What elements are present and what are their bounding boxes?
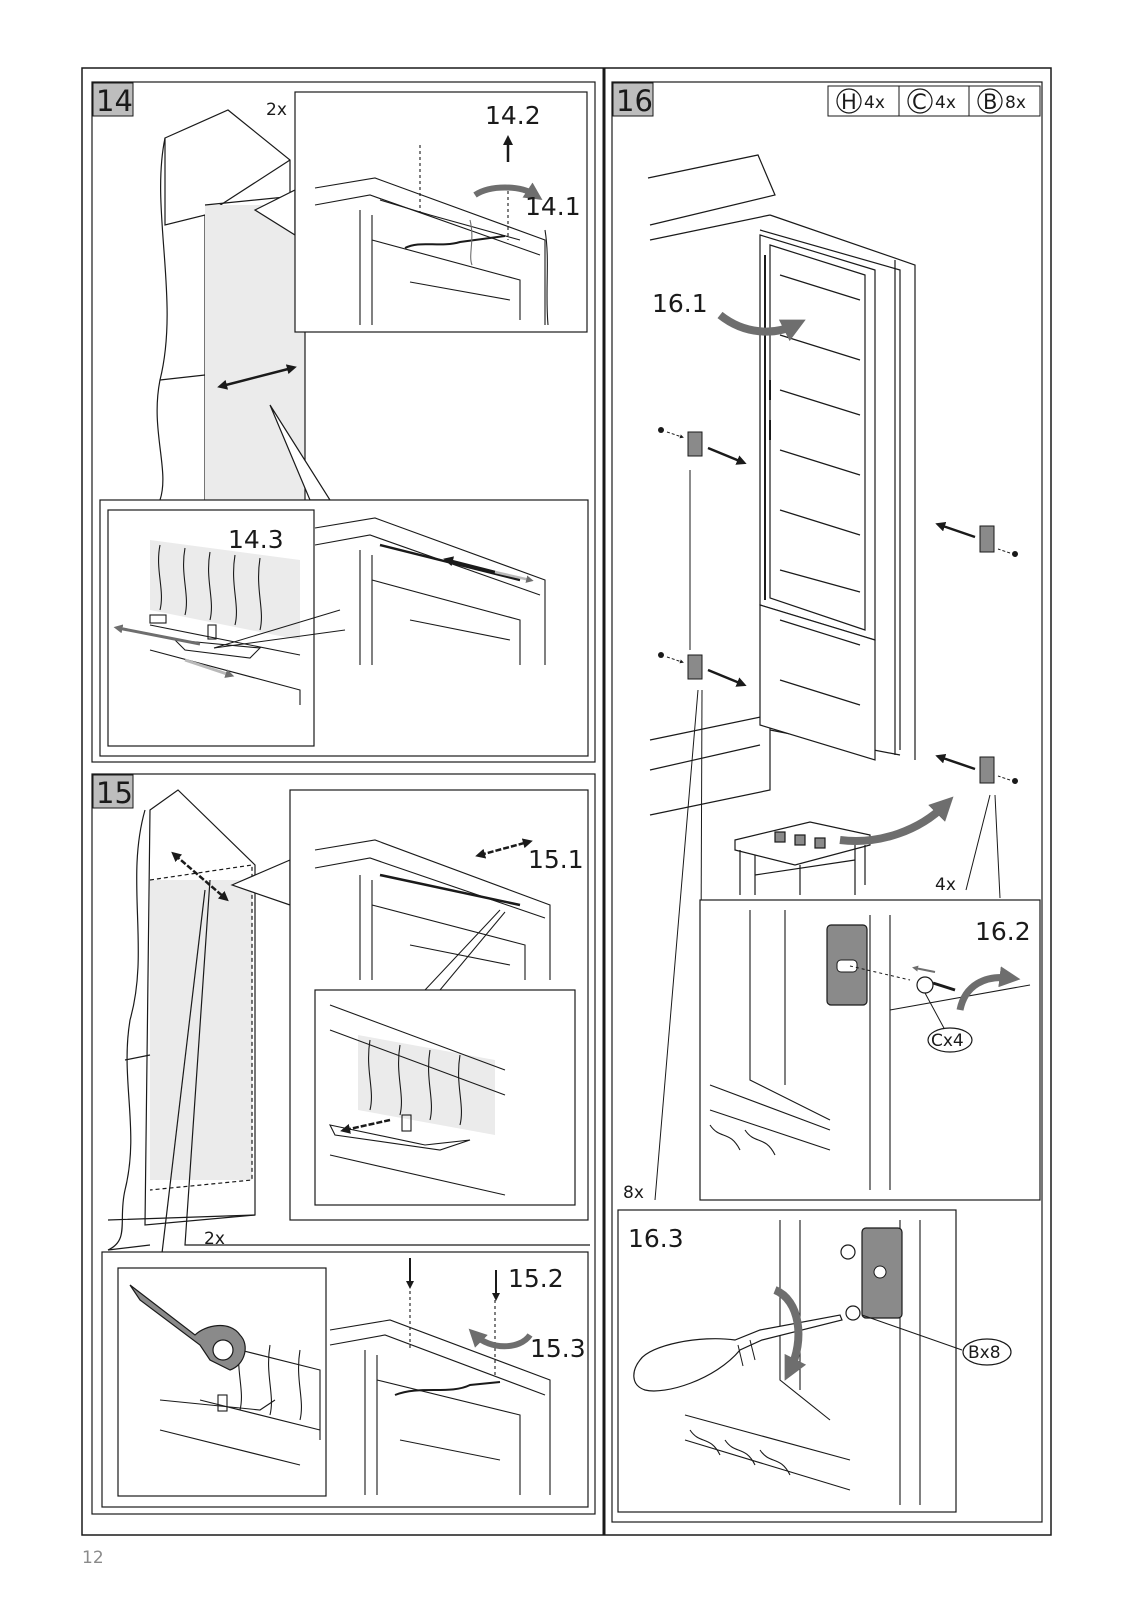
part-b-callout: Bx8 bbox=[968, 1343, 1001, 1363]
step-15-detail-nut: 2x 15.2 bbox=[101, 879, 590, 1508]
page-number: 12 bbox=[82, 1548, 104, 1568]
step-14-frame bbox=[91, 81, 596, 763]
hinge-covers-left bbox=[658, 427, 747, 687]
step-16-3-label: 16.3 bbox=[628, 1224, 684, 1253]
step-14-number-box bbox=[92, 82, 134, 117]
step-15-3-label: 15.3 bbox=[530, 1334, 586, 1363]
step-14-1-label: 14.1 bbox=[525, 192, 581, 221]
step-15-1-label: 15.1 bbox=[528, 845, 584, 874]
step-16-number-box bbox=[612, 82, 654, 117]
step-14-cabinet bbox=[156, 109, 306, 501]
door-adjust-arrow bbox=[217, 364, 297, 390]
part-h-icon bbox=[836, 88, 862, 114]
step-16-panel: 16 H 4x C 4x B 8x bbox=[611, 81, 1043, 1523]
part-c-callout: Cx4 bbox=[931, 1031, 964, 1051]
step-15-panel: 15 15.1 bbox=[91, 773, 596, 1515]
step-16-2-label: 16.2 bbox=[975, 917, 1031, 946]
part-c-icon bbox=[907, 88, 933, 114]
page-frame bbox=[81, 67, 1052, 1536]
step-14-3-label: 14.3 bbox=[228, 525, 284, 554]
step-14-panel: 14 2x bbox=[91, 81, 596, 763]
step-14-2-label: 14.2 bbox=[485, 101, 541, 130]
door-swing-arrow bbox=[717, 311, 806, 342]
step-15-number: 15 bbox=[96, 776, 133, 810]
step-16-frame bbox=[611, 81, 1043, 1523]
parts-return-arrow bbox=[839, 796, 954, 845]
hinge-covers-right bbox=[935, 521, 1018, 784]
step-16-number: 16 bbox=[616, 84, 653, 118]
step-14-number: 14 bbox=[96, 84, 133, 118]
step-14-detail-bracket: 14.3 bbox=[99, 404, 589, 757]
step-14-quantity: 2x bbox=[266, 100, 287, 120]
step-15-cabinet bbox=[107, 789, 256, 1251]
part-b-letter: B bbox=[983, 90, 997, 114]
door-lateral-arrow bbox=[171, 851, 229, 902]
step-15-detail-hinge: 15.1 bbox=[230, 789, 589, 1221]
parts-legend: H 4x C 4x B 8x bbox=[827, 85, 1041, 117]
step-16-3-detail: 16.3 Bx8 bbox=[617, 1209, 1012, 1513]
part-h-letter: H bbox=[841, 90, 857, 114]
step-16-2-quantity: 4x bbox=[935, 875, 956, 895]
step-14-detail-hinge: 14.2 14.1 bbox=[253, 91, 588, 333]
step-15-2-label: 15.2 bbox=[508, 1264, 564, 1293]
step-15-number-box bbox=[92, 774, 134, 809]
screwdriver-icon bbox=[633, 1314, 843, 1392]
part-b-icon bbox=[977, 88, 1003, 114]
part-c-qty: 4x bbox=[935, 93, 956, 113]
step-16-3-quantity: 8x bbox=[623, 1183, 644, 1203]
step-15-quantity: 2x bbox=[204, 1229, 225, 1249]
part-b-qty: 8x bbox=[1005, 93, 1026, 113]
part-h-qty: 4x bbox=[864, 93, 885, 113]
step-15-frame bbox=[91, 773, 596, 1515]
step-16-cabinet bbox=[647, 154, 916, 816]
step-16-2-detail: 16.2 Cx4 bbox=[699, 899, 1041, 1201]
parts-stool bbox=[734, 821, 871, 895]
step-16-1-label: 16.1 bbox=[652, 289, 708, 318]
part-c-letter: C bbox=[912, 90, 927, 114]
